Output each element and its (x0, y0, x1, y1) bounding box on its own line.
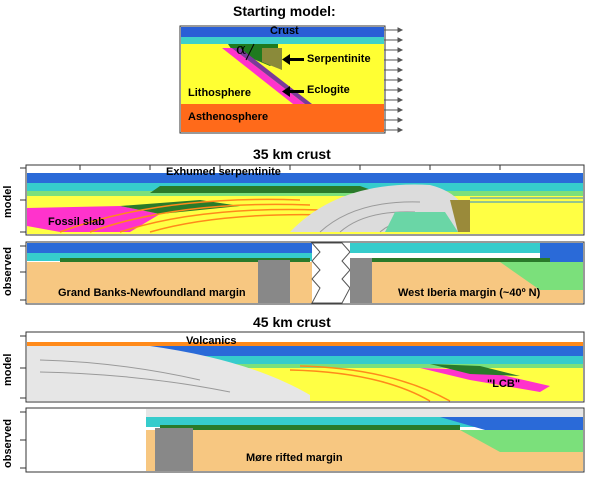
grand-banks-label: Grand Banks-Newfoundland margin (58, 287, 246, 299)
asthenosphere-layer (181, 104, 384, 132)
fossil-slab-label: Fossil slab (48, 216, 105, 228)
crust45-title: 45 km crust (253, 314, 331, 330)
crust-label: Crust (270, 25, 299, 37)
starting-model-title: Starting model: (233, 3, 336, 19)
serpentinite-label: Serpentinite (307, 53, 371, 65)
lcb-label: "LCB" (487, 378, 521, 390)
crust35-title: 35 km crust (253, 146, 331, 162)
volcanics-label: Volcanics (186, 335, 237, 347)
lithosphere-label: Lithosphere (188, 87, 251, 99)
crust-layer (181, 27, 384, 37)
west-iberia-label: West Iberia margin (~40º N) (398, 287, 541, 299)
exhumed-serpentinite-label: Exhumed serpentinite (166, 166, 281, 178)
more-margin-label: Møre rifted margin (246, 452, 343, 464)
eclogite-label: Eclogite (307, 84, 350, 96)
alpha-label: α (236, 40, 247, 58)
asthenosphere-label: Asthenosphere (188, 111, 269, 123)
